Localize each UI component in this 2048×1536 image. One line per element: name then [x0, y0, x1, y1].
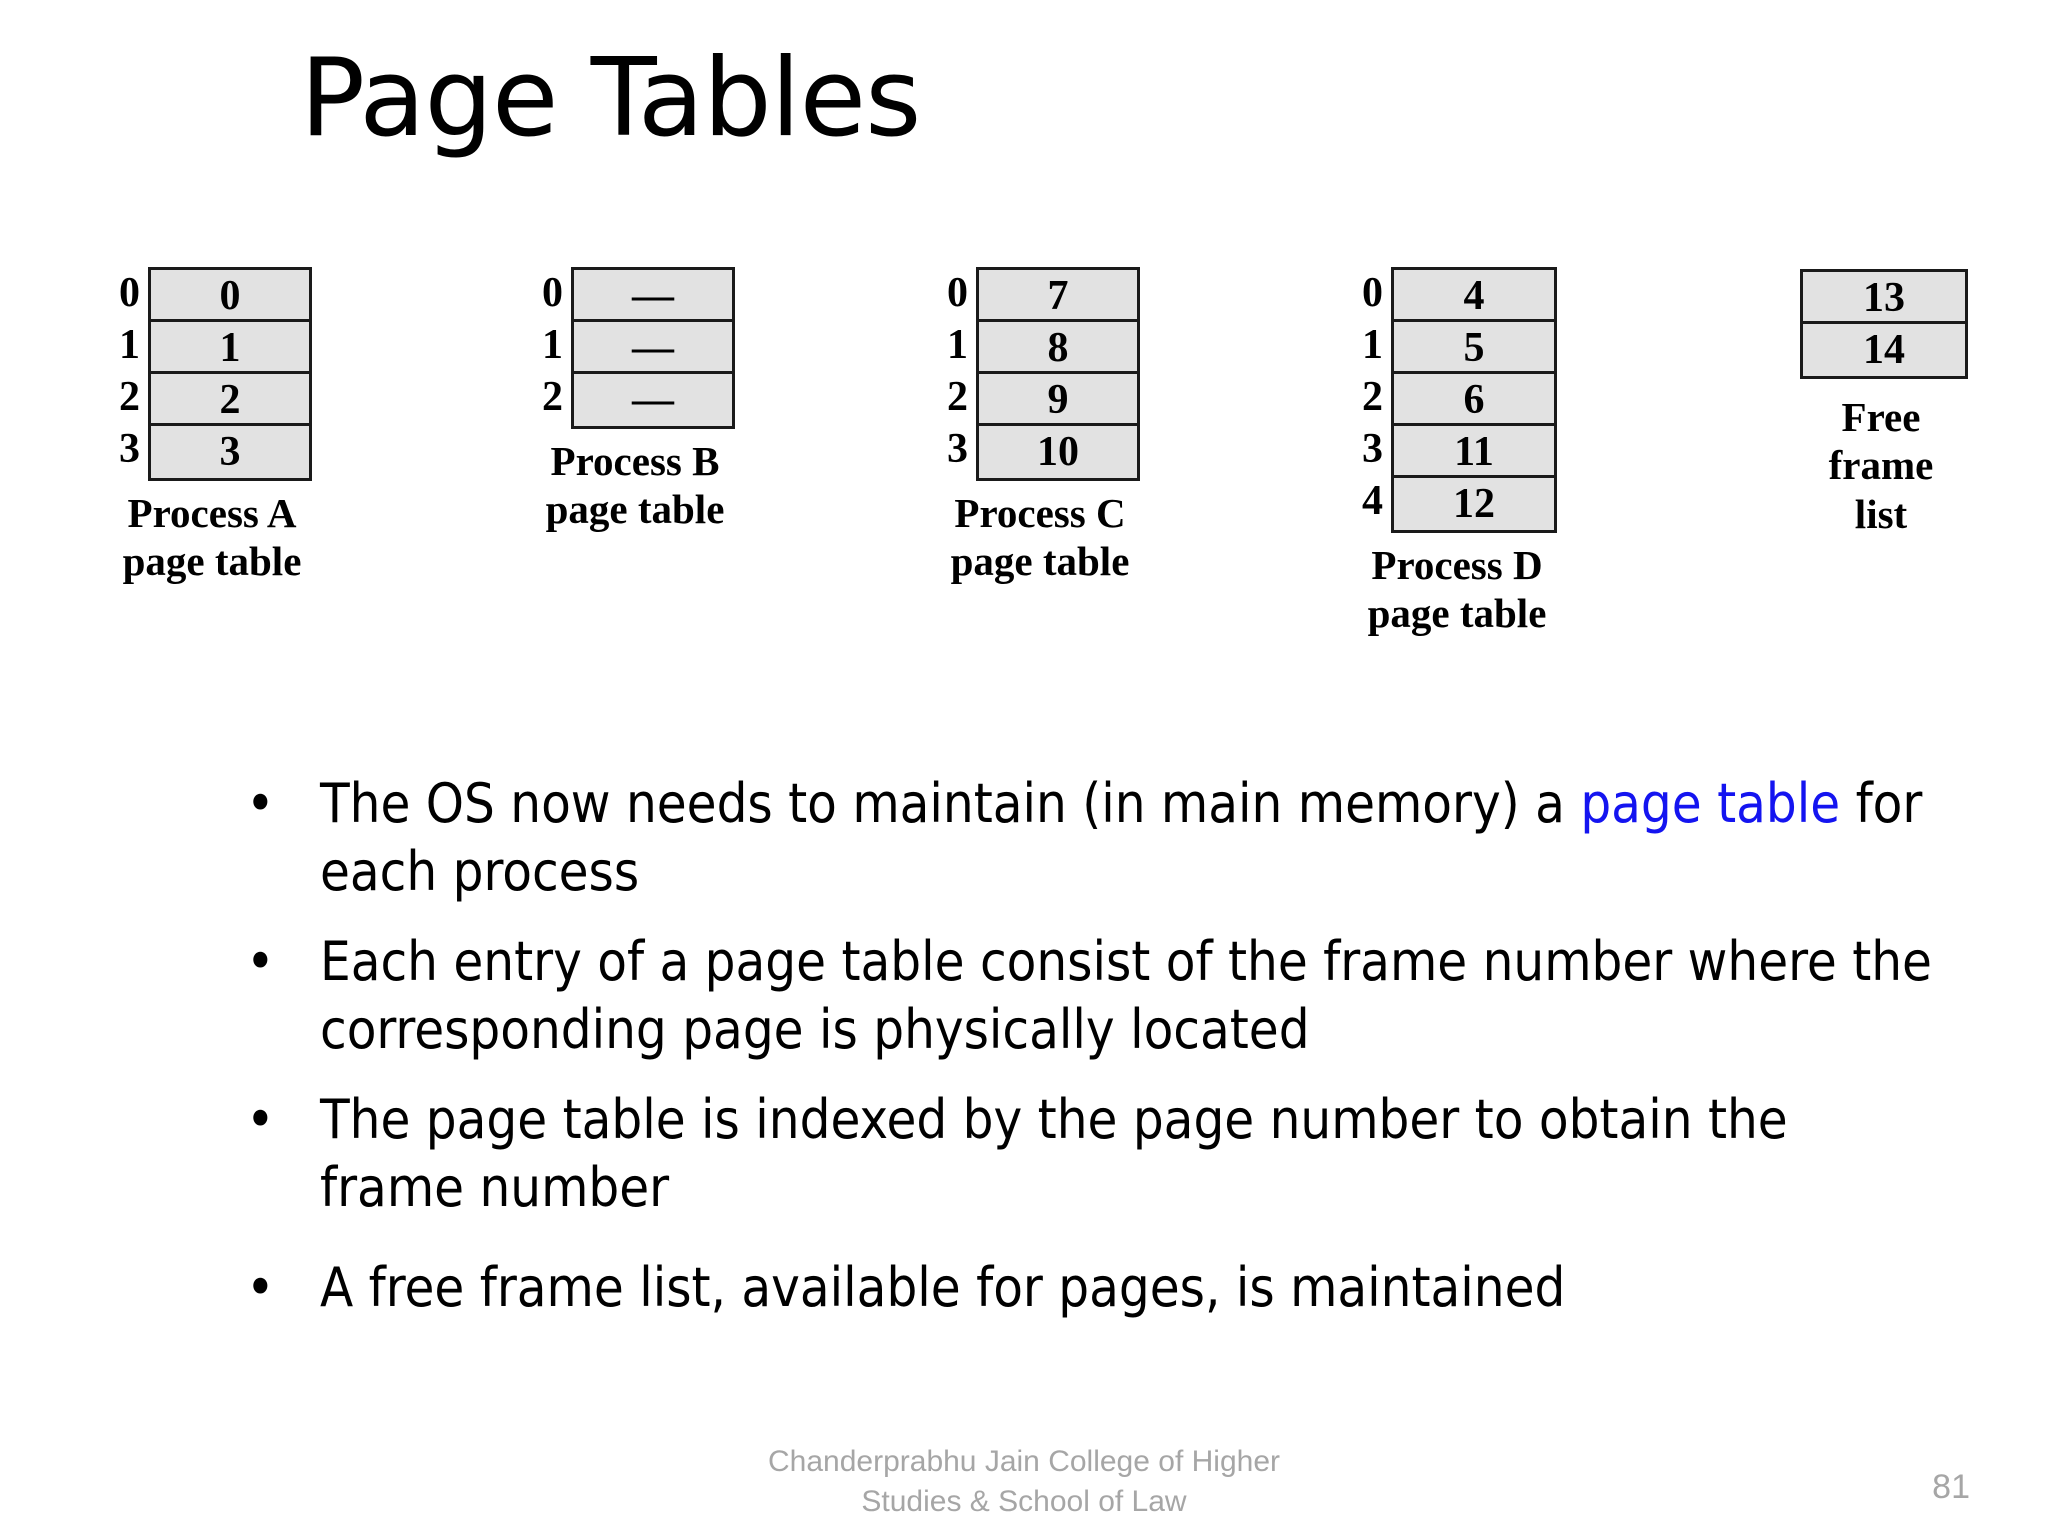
page-table-cell: 1 [151, 322, 309, 374]
bullet-text: A free frame list, available for pages, … [320, 1256, 1566, 1320]
page-number: 81 [1932, 1468, 1970, 1506]
page-index-label: 2 [542, 374, 563, 420]
caption-line-2: page table [122, 538, 302, 585]
page-title: Page Tables [300, 36, 921, 161]
page-index-label: 3 [1362, 426, 1383, 472]
caption-line-1: Free frame [1828, 394, 1934, 489]
bullet-item: • The page table is indexed by the page n… [236, 1086, 1936, 1222]
page-table-cell: 2 [151, 374, 309, 426]
page-table-cell: 8 [979, 322, 1137, 374]
caption-line-2: page table [545, 486, 725, 533]
bullet-list: • The OS now needs to maintain (in main m… [236, 770, 1936, 1344]
bullet-text-highlight: page table [1580, 772, 1841, 835]
page-index-label: 1 [1362, 322, 1383, 368]
footer-line-1: Chanderprabhu Jain College of Higher [768, 1445, 1280, 1478]
page-table-cell: 6 [1394, 374, 1554, 426]
caption-line-1: Process B [550, 438, 720, 484]
page-index-label: 2 [119, 374, 140, 420]
page-table-cell: 14 [1803, 324, 1965, 376]
page-index-column: 0 1 2 3 [940, 267, 968, 475]
footer-organisation: Chanderprabhu Jain College of Higher Stu… [0, 1442, 2048, 1521]
bullet-text: The page table is indexed by the page nu… [320, 1088, 1788, 1220]
bullet-marker: • [246, 1256, 275, 1320]
page-table-cell: — [574, 270, 732, 322]
page-table-cell: 10 [979, 426, 1137, 478]
page-table-cell: 12 [1394, 478, 1554, 530]
bullet-item: • Each entry of a page table consist of t… [236, 928, 1936, 1064]
page-table-cell: 11 [1394, 426, 1554, 478]
bullet-text: for each process [320, 772, 1923, 904]
page-index-label: 0 [1362, 270, 1383, 316]
bullet-text: The OS now needs to maintain (in main me… [320, 772, 1581, 835]
page-table-cells: ——— [571, 267, 735, 429]
page-table-cell: 7 [979, 270, 1137, 322]
page-table-cell: 9 [979, 374, 1137, 426]
page-index-column: 0 1 2 3 4 [1355, 267, 1383, 527]
caption-line-1: Process D [1371, 542, 1543, 588]
page-index-label: 3 [119, 426, 140, 472]
bullet-item: • A free frame list, available for pages,… [236, 1254, 1936, 1322]
page-table-cell: 13 [1803, 272, 1965, 324]
footer-line-2: Studies & School of Law [861, 1484, 1187, 1518]
caption-line-2: list [1854, 490, 1908, 537]
page-index-label: 3 [947, 426, 968, 472]
page-index-label: 0 [119, 270, 140, 316]
page-index-label: 0 [947, 270, 968, 316]
caption-line-2: page table [950, 538, 1130, 585]
caption-line-1: Process C [954, 490, 1126, 536]
page-table-cell: 4 [1394, 270, 1554, 322]
page-index-label: 1 [542, 322, 563, 368]
page-index-label: 2 [947, 374, 968, 420]
caption-line-2: page table [1367, 590, 1547, 637]
page-index-label: 4 [1362, 478, 1383, 524]
page-table-cell: 3 [151, 426, 309, 478]
page-table-cell: — [574, 322, 732, 374]
caption-line-1: Process A [127, 490, 297, 536]
page-index-label: 1 [947, 322, 968, 368]
page-index-label: 0 [542, 270, 563, 316]
page-table-cell: — [574, 374, 732, 426]
bullet-item: • The OS now needs to maintain (in main m… [236, 770, 1936, 906]
bullet-text: Each entry of a page table consist of th… [320, 930, 1932, 1062]
bullet-marker: • [246, 1088, 275, 1152]
page-index-column: 0 1 2 [535, 267, 563, 423]
page-index-label: 2 [1362, 374, 1383, 420]
page-index-column: 0 1 2 3 [112, 267, 140, 475]
page-table-cell: 0 [151, 270, 309, 322]
page-index-label: 1 [119, 322, 140, 368]
page-table-cell: 5 [1394, 322, 1554, 374]
bullet-marker: • [246, 930, 275, 994]
bullet-marker: • [246, 772, 275, 835]
